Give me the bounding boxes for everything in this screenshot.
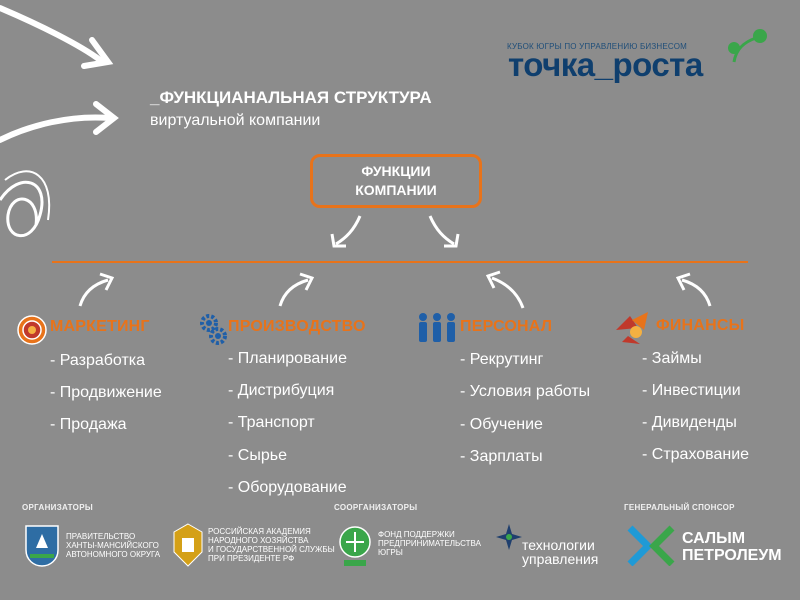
sprout-icon [728,29,767,63]
company-functions-label: ФУНКЦИИ КОМПАНИИ [355,163,437,198]
list-item: - Условия работы [460,383,591,400]
org-government-text: ПРАВИТЕЛЬСТВО ХАНТЫ-МАНСИЙСКОГО АВТОНОМН… [66,532,161,559]
list-item: - Страхование [642,446,750,463]
decorative-swirl [0,5,119,238]
gears-icon [200,314,227,345]
academy-emblem-icon [173,523,203,567]
list-item: - Оборудование [228,479,347,496]
column-title-marketing: МАРКЕТИНГ [50,318,150,335]
org-academy-text: РОССИЙСКАЯ АКАДЕМИЯ НАРОДНОГО ХОЗЯЙСТВА … [208,527,335,563]
column-title-finance: ФИНАНСЫ [656,317,745,334]
sponsor-salym-text: САЛЫМ ПЕТРОЛЕУМ [682,530,782,564]
brand-tagline: КУБОК ЮГРЫ ПО УПРАВЛЕНИЮ БИЗНЕСОМ [507,42,688,51]
list-item: - Продажа [50,416,127,433]
fund-logo-icon [339,526,371,566]
divider-line [52,261,748,263]
list-item: - Рекрутинг [460,351,544,368]
coorg-tech-text: технологии управления [522,537,599,567]
column-title-personnel: ПЕРСОНАЛ [460,318,553,335]
list-item: - Займы [642,350,702,367]
organizers-label: ОРГАНИЗАТОРЫ [22,503,93,512]
salym-logo-icon [627,525,675,566]
list-item: - Транспорт [228,414,315,431]
coorganizers-label: СООРГАНИЗАТОРЫ [334,503,418,512]
people-icon [419,313,455,342]
connector-arrows [330,215,460,248]
khmao-emblem-icon [25,525,59,567]
tech-star-icon [496,524,522,550]
coins-icon [616,312,648,344]
target-icon [17,315,47,345]
arrow-up-production-icon [278,272,315,307]
arrow-up-finance-icon [675,272,712,307]
list-item: - Планирование [228,350,347,367]
list-item: - Разработка [50,352,146,369]
page-title: _ФУНКЦИАНАЛЬНАЯ СТРУКТУРА [150,88,432,107]
sponsor-label: ГЕНЕРАЛЬНЫЙ СПОНСОР [624,503,735,512]
list-item: - Обучение [460,416,543,433]
arrow-up-personnel-icon [485,270,525,309]
list-item: - Сырье [228,447,287,464]
list-item: - Инвестиции [642,382,741,399]
coorg-fund-text: ФОНД ПОДДЕРЖКИ ПРЕДПРИНИМАТЕЛЬСТВА ЮГРЫ [378,530,481,557]
arrow-up-marketing-icon [78,272,115,307]
page-subtitle: виртуальной компании [150,112,321,129]
company-functions-box: ФУНКЦИИ КОМПАНИИ [310,154,482,208]
list-item: - Дивиденды [642,414,737,431]
list-item: - Дистрибуция [228,382,335,399]
column-title-production: ПРОИЗВОДСТВО [228,318,366,335]
list-item: - Продвижение [50,384,162,401]
list-item: - Зарплаты [460,448,543,465]
brand-logo-text: точка_роста [508,46,703,83]
